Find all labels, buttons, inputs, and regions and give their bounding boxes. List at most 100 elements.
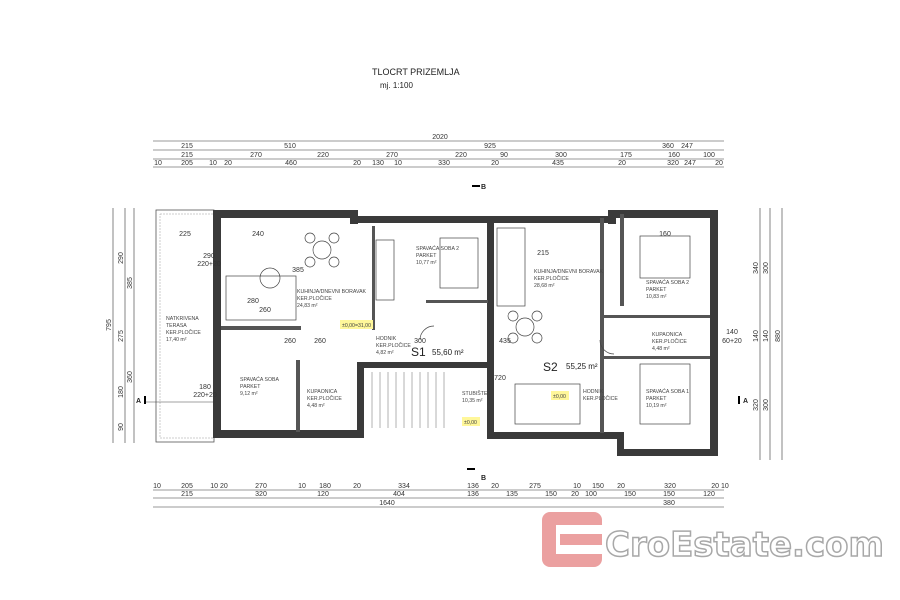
unit-s1-name: S1: [411, 345, 426, 359]
dim-label: 260: [314, 338, 326, 345]
dim-label: 290: [118, 252, 125, 264]
room-label-s2-bedroom2: 10,83 m²: [646, 294, 667, 300]
dim-label: 130: [372, 160, 384, 167]
room-label-s1-bedroom2: PARKET: [416, 253, 437, 259]
dim-label: 220: [455, 152, 467, 159]
furniture: [225, 227, 691, 428]
dim-label: 215: [537, 250, 549, 257]
dim-label: 435: [499, 338, 511, 345]
dim-label: 270: [386, 152, 398, 159]
dim-label: 510: [284, 143, 296, 150]
dim-label: 10: [209, 160, 217, 167]
dim-label: 10: [153, 483, 161, 490]
room-label-s1-bath: KER.PLOČICE: [307, 395, 342, 402]
dim-label: 460: [285, 160, 297, 167]
dim-label: 10: [154, 160, 162, 167]
room-label-s1-kitchen: KUHINJA/DNEVNI BORAVAK: [297, 289, 367, 295]
dim-label: 260: [284, 338, 296, 345]
room-label-s1-hall: KER.PLOČICE: [376, 342, 411, 349]
dim-label: 270: [255, 483, 267, 490]
dim-label: 136: [467, 483, 479, 490]
dim-label: 300: [555, 152, 567, 159]
room-label-s2-kitchen: 28,68 m²: [534, 283, 555, 289]
dim-label: 90: [118, 423, 125, 431]
room-label-s1-bedroom: SPAVAĆA SOBA: [240, 376, 279, 383]
dim-label: 100: [703, 152, 715, 159]
level-s2: ±0,00: [553, 394, 566, 400]
dim-label: 320: [753, 399, 760, 411]
dim-label: 404: [393, 491, 405, 498]
room-label-terrace: NATKRIVENA: [166, 316, 199, 322]
dim-label: 247: [684, 160, 696, 167]
room-label-terrace: 17,40 m²: [166, 337, 187, 343]
dim-label: 100: [585, 491, 597, 498]
dim-label: 280: [247, 298, 259, 305]
dim-label: 300: [414, 338, 426, 345]
section-b-top: B: [481, 184, 486, 191]
dim-label: 20: [224, 160, 232, 167]
room-label-terrace: TERASA: [166, 323, 187, 329]
dim-label: 140: [726, 329, 738, 336]
dim-label: 20: [353, 160, 361, 167]
room-label-s2-bedroom2: SPAVAĆA SOBA 2: [646, 279, 689, 286]
dim-label: 160: [659, 231, 671, 238]
dim-label: 925: [484, 143, 496, 150]
room-label-s2-kitchen: KUHINJA/DNEVNI BORAVAK: [534, 269, 604, 275]
dim-label: 60+20: [722, 338, 742, 345]
watermark-text: CroEstate.com: [605, 525, 884, 565]
dim-label: 120: [703, 491, 715, 498]
dim-label: 180: [118, 386, 125, 398]
room-label-s1-bedroom2: SPAVAĆA SOBA 2: [416, 245, 459, 252]
dim-label: 330: [438, 160, 450, 167]
section-a-left: A: [136, 398, 141, 405]
room-label-s2-bedroom1: 10,19 m²: [646, 403, 667, 409]
section-b-bottom: B: [481, 475, 486, 482]
dim-label: 180: [319, 483, 331, 490]
room-label-s2-bedroom1: PARKET: [646, 396, 667, 402]
dim-label: 20 10: [711, 483, 729, 490]
dim-label: 225: [179, 231, 191, 238]
dim-label: 120: [317, 491, 329, 498]
dim-label: 20: [715, 160, 723, 167]
dim-label: 150: [545, 491, 557, 498]
dim-label: 275: [118, 330, 125, 342]
dim-label: 150: [624, 491, 636, 498]
room-label-s1-hall: HODNIK: [376, 336, 397, 342]
room-label-s1-kitchen: 24,83 m²: [297, 303, 318, 309]
dim-label: 140: [763, 330, 770, 342]
dim-label: 20: [491, 483, 499, 490]
dim-label: 720: [494, 375, 506, 382]
dim-label: 290: [203, 253, 215, 260]
room-label-s1-bath: KUPAONICA: [307, 389, 338, 395]
dim-label: 1640: [379, 500, 395, 507]
room-label-s2-hall: KER.PLOČICE: [583, 395, 618, 402]
dim-label: 270: [250, 152, 262, 159]
room-label-terrace: KER.PLOČICE: [166, 329, 201, 336]
dim-label: 20: [353, 483, 361, 490]
room-label-stairs: STUBIŠTE: [462, 390, 488, 397]
dim-label: 20: [571, 491, 579, 498]
plan-title: TLOCRT PRIZEMLJA: [372, 67, 460, 77]
walls: [213, 210, 718, 456]
dim-label: 150: [663, 491, 675, 498]
dim-label: 20: [618, 160, 626, 167]
room-label-s2-bath: 4,48 m²: [652, 346, 670, 352]
dim-label: 360: [662, 143, 674, 150]
dim-label: 220+20: [193, 392, 217, 399]
dim-label: 20: [491, 160, 499, 167]
room-label-stairs: 10,35 m²: [462, 398, 483, 404]
room-label-s2-bedroom2: PARKET: [646, 287, 667, 293]
dim-label: 10: [573, 483, 581, 490]
dim-label: 140: [753, 330, 760, 342]
dim-label: 10: [298, 483, 306, 490]
dim-label: 90: [500, 152, 508, 159]
dim-label: 175: [620, 152, 632, 159]
plan-scale: mj. 1:100: [380, 81, 413, 90]
level-s1: ±0,00=31,00: [342, 323, 371, 329]
room-label-s2-bath: KUPAONICA: [652, 332, 683, 338]
